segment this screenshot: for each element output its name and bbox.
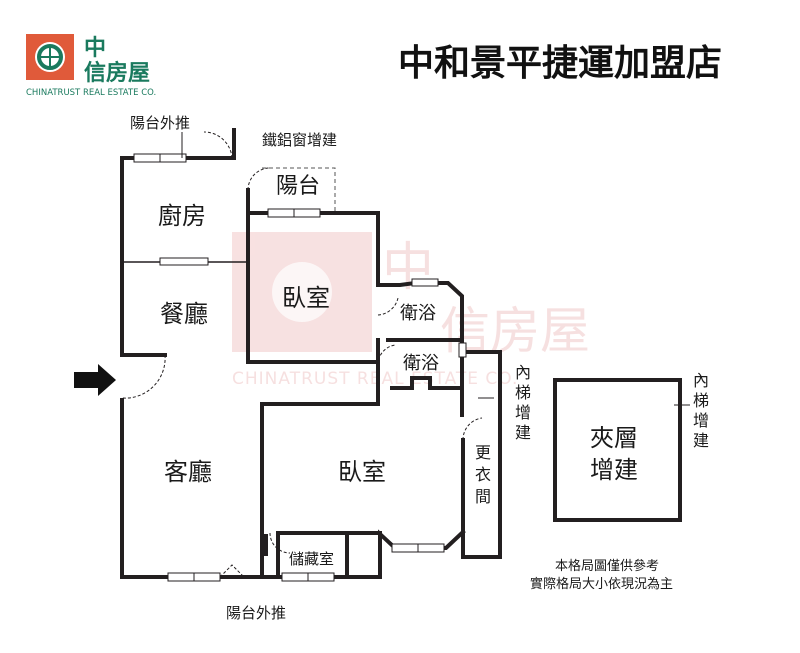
label-inner-stair-2b: 梯 (693, 391, 709, 410)
watermark-cn-top: 中 (382, 238, 434, 298)
walls (120, 128, 682, 579)
watermark-en: CHINATRUST REAL ESTATE CO. (232, 369, 518, 389)
label-kitchen: 廚房 (158, 202, 206, 230)
label-iron-window: 鐵鋁窗增建 (262, 131, 337, 149)
note-line-2: 實際格局大小依現況為主 (530, 576, 673, 592)
logo-globe-ring (37, 44, 63, 70)
label-inner-stair-1c: 增 (515, 403, 531, 422)
entrance-arrow-icon (74, 364, 116, 396)
label-bedroom-main: 臥室 (338, 458, 386, 486)
label-bedroom-top: 臥室 (282, 284, 330, 312)
label-bath-2: 衛浴 (403, 353, 439, 374)
wall-bedroom-main-bottom (260, 529, 466, 579)
label-mezzanine-1: 夾層 (590, 424, 638, 452)
wall-left-lower (120, 398, 264, 579)
wall-mezzanine (553, 378, 682, 522)
label-closet-1: 更 (475, 443, 491, 462)
label-inner-stair-2a: 內 (693, 371, 709, 390)
doors (121, 131, 483, 578)
labels: 陽台外推 鐵鋁窗增建 陽台 廚房 餐廳 臥室 衛浴 衛浴 客廳 臥室 儲藏室 更… (130, 114, 709, 622)
label-storage: 儲藏室 (289, 550, 334, 568)
balcony-iron-window-outline (262, 167, 336, 213)
door-storage (269, 532, 291, 554)
label-closet-3: 間 (475, 487, 491, 506)
windows (133, 153, 467, 582)
wall-closet-outer (461, 350, 502, 559)
logo-globe-cross (40, 47, 60, 67)
wall-left-upper (120, 156, 234, 357)
door-balcony-top (203, 131, 233, 159)
brand-logo: 中 信房屋 CHINATRUST REAL ESTATE CO. (26, 34, 156, 98)
label-balcony-push-bottom: 陽台外推 (226, 604, 286, 622)
label-dining: 餐廳 (160, 300, 208, 328)
door-bath-2 (377, 344, 396, 366)
door-closet (462, 417, 483, 441)
page-title: 中和景平捷運加盟店 (398, 43, 722, 84)
watermark-globe-icon (272, 262, 332, 322)
logo-cn-bottom: 信房屋 (84, 60, 150, 86)
label-inner-stair-1b: 梯 (515, 383, 531, 402)
wall-bath-bottom (390, 376, 464, 390)
window-bath-1 (411, 278, 439, 287)
window-bath-2 (458, 342, 467, 358)
label-bath-1: 衛浴 (400, 303, 436, 324)
logo-cn-top: 中 (84, 36, 106, 61)
logo-en: CHINATRUST REAL ESTATE CO. (26, 88, 156, 98)
wall-bedroom-top (246, 211, 464, 345)
note-line-1: 本格局圖僅供參考 (555, 558, 659, 574)
wall-bedroom-main-left (260, 338, 380, 579)
counter-kitchen (159, 257, 209, 266)
label-mezzanine-2: 增建 (590, 456, 638, 484)
label-balcony-push-top: 陽台外推 (130, 114, 190, 132)
door-bath-1 (377, 297, 399, 316)
door-entrance (121, 354, 166, 399)
label-closet-2: 衣 (475, 465, 491, 484)
label-inner-stair-2d: 建 (693, 431, 709, 450)
balcony-push-mark-bottom (219, 564, 245, 578)
label-inner-stair-1d: 建 (515, 423, 531, 442)
label-inner-stair-1a: 內 (515, 363, 531, 382)
watermark-logo-block (232, 232, 372, 352)
label-living: 客廳 (164, 458, 212, 486)
label-inner-stair-2c: 增 (693, 411, 709, 430)
label-balcony: 陽台 (276, 174, 320, 199)
door-balcony (247, 167, 271, 191)
